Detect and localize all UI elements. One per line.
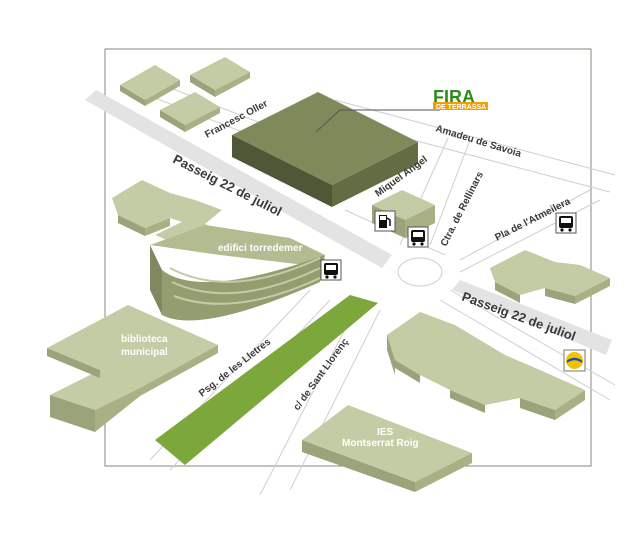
train-icon [563, 349, 586, 372]
logo-callout-line [315, 109, 440, 133]
label-biblioteca-1: biblioteca [121, 334, 168, 345]
bus-icon [407, 226, 429, 248]
logo-sub: DE TERRASSA [436, 104, 486, 111]
torredemer-building [150, 225, 325, 321]
street-ctra-rellinars: Ctra. de Rellinars [439, 170, 486, 249]
label-biblioteca-2: municipal [121, 347, 168, 358]
park-strip [155, 295, 378, 465]
biblioteca-building [47, 305, 218, 432]
bus-icon [555, 212, 577, 234]
ies-building [302, 405, 472, 492]
fuel-icon [374, 210, 396, 232]
bus-icon [320, 259, 342, 281]
passeig-road-band [85, 90, 392, 268]
fira-building [232, 92, 418, 207]
street-amadeu-savoia: Amadeu de Savoia [434, 123, 523, 160]
fira-logo: FIRA DE TERRASSA [433, 87, 488, 111]
blocks-top-left [120, 57, 250, 132]
label-ies-1: IES [377, 427, 393, 438]
blocks-east [490, 250, 610, 304]
passeig-road-band-east [452, 280, 612, 355]
label-ies-2: Montserrat Roig [342, 438, 419, 449]
logo-sub-bg [433, 102, 488, 110]
label-torredemer: edifici torredemer [218, 243, 303, 254]
blocks-south-east [387, 312, 585, 420]
